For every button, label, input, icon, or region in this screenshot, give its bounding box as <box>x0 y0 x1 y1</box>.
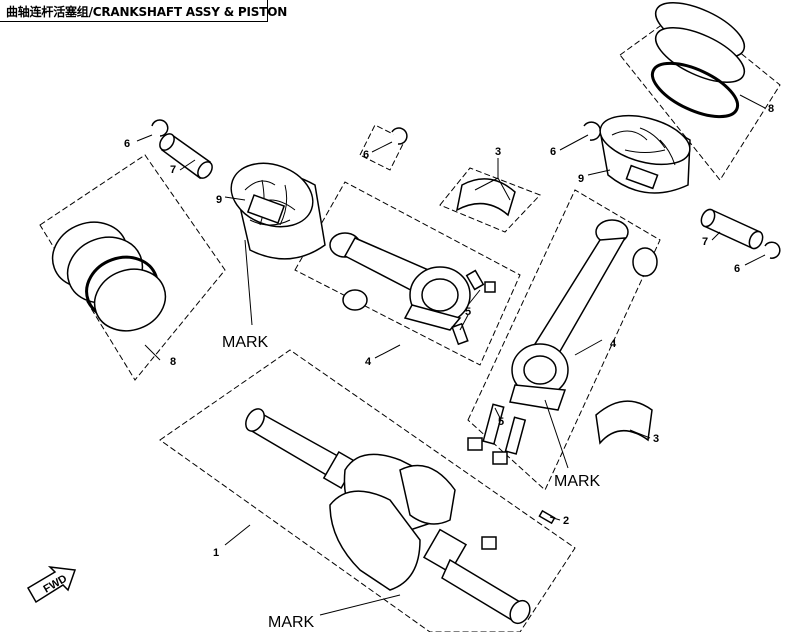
piston-rings-right <box>650 2 746 119</box>
mark-conrod: MARK <box>554 473 601 490</box>
label-7-left: 7 <box>170 164 176 176</box>
fwd-label: FWD <box>42 573 70 596</box>
label-6-right-bottom: 6 <box>734 263 740 275</box>
label-6-middle: 6 <box>363 149 369 161</box>
bearing-shell-top <box>455 178 516 217</box>
label-5-right: 5 <box>498 416 504 428</box>
connecting-rod-right <box>509 219 629 411</box>
page-title: 曲轴连杆活塞组/CRANKSHAFT ASSY & PISTON <box>6 5 288 19</box>
crank-bushing <box>481 536 497 550</box>
piston-rings-left <box>51 221 167 332</box>
label-3-top: 3 <box>495 146 501 158</box>
label-8-right: 8 <box>768 103 774 115</box>
label-4-left: 4 <box>365 356 372 368</box>
rings-group-box-right <box>619 7 781 181</box>
label-4-right: 4 <box>610 338 617 350</box>
piston-right <box>599 114 691 194</box>
piston-pin-left <box>159 133 213 180</box>
bearing-shell-right <box>595 400 653 445</box>
label-8-left: 8 <box>170 356 176 368</box>
conrod-bolt-right <box>467 403 527 465</box>
label-2: 2 <box>563 515 569 527</box>
label-9-right: 9 <box>578 173 584 185</box>
conrod-bolt-left-1 <box>465 269 496 293</box>
leader-lines <box>136 94 766 616</box>
conrod-group-box-right <box>467 189 661 491</box>
label-6-left: 6 <box>124 138 130 150</box>
bearing-box <box>439 167 541 233</box>
label-1: 1 <box>213 547 219 559</box>
crankshaft <box>245 408 531 625</box>
crankshaft-group-box <box>159 349 576 632</box>
label-6-right-top: 6 <box>550 146 556 158</box>
woodruff-key <box>538 509 556 525</box>
piston-pin-right <box>700 208 764 250</box>
label-3-right: 3 <box>653 433 659 445</box>
label-9-left: 9 <box>216 194 222 206</box>
piston-left <box>230 162 326 260</box>
circlip-left <box>151 119 169 137</box>
circlip-right-bottom <box>764 241 781 259</box>
small-bushing-right <box>632 247 658 277</box>
rings-group-box-left <box>39 154 226 381</box>
fwd-arrow <box>26 565 77 604</box>
small-bushing-left <box>342 289 368 311</box>
connecting-rod-left <box>329 232 471 331</box>
label-5-left: 5 <box>465 306 471 318</box>
circlip-right-top <box>583 121 602 141</box>
title-box: 曲轴连杆活塞组/CRANKSHAFT ASSY & PISTON <box>0 0 287 22</box>
conrod-bolt-left-2 <box>451 322 469 346</box>
label-7-right: 7 <box>702 236 708 248</box>
mark-piston: MARK <box>222 334 269 351</box>
conrod-group-box-left <box>294 181 521 366</box>
circlip-middle <box>391 127 408 145</box>
mark-crank: MARK <box>268 614 315 631</box>
